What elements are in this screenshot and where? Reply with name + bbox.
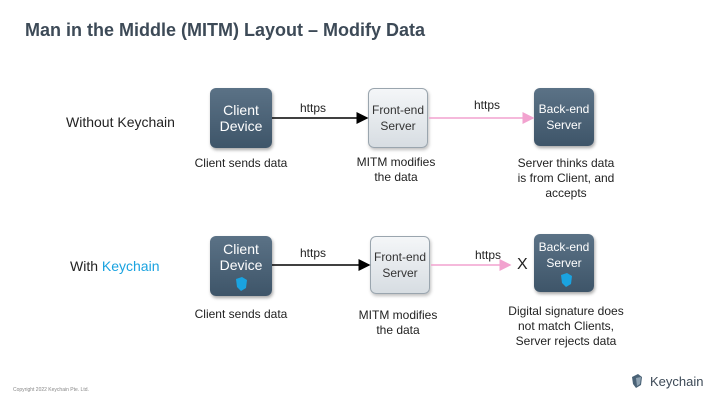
client-caption: Client sends data <box>186 156 296 171</box>
client-device-box: Client Device <box>210 88 272 148</box>
back-end-line1: Back-end <box>538 102 590 116</box>
row-label-text: Without Keychain <box>66 114 175 130</box>
front-caption: MITM modifies the data <box>344 155 448 185</box>
keychain-logo-text: Keychain <box>650 373 704 389</box>
client-device-line1: Client <box>223 241 259 257</box>
front-caption-line: MITM modifies <box>356 155 436 169</box>
edge-label-https: https <box>300 101 327 115</box>
back-caption-line: not match Clients, <box>517 319 615 333</box>
copyright-text: Copyright 2022 Keychain Pte. Ltd. <box>13 387 89 393</box>
edge-label-https: https <box>475 248 502 262</box>
front-caption: MITM modifies the data <box>346 308 450 338</box>
back-caption-line: is from Client, and <box>517 171 615 185</box>
front-end-line2: Server <box>382 266 418 280</box>
keychain-shield-icon <box>561 273 572 287</box>
back-caption-line: Digital signature does <box>508 304 624 318</box>
back-caption: Server thinks data is from Client, and a… <box>508 156 624 201</box>
back-caption-line: Server rejects data <box>515 334 617 348</box>
front-end-line1: Front-end <box>371 103 425 117</box>
keychain-logo-icon <box>632 374 642 388</box>
back-end-line2: Server <box>546 256 582 270</box>
client-caption: Client sends data <box>186 307 296 322</box>
row-label-without-keychain: Without Keychain <box>66 114 175 130</box>
keychain-logo: Keychain <box>630 373 703 389</box>
front-caption-line: the data <box>374 170 418 184</box>
front-end-line2: Server <box>380 119 416 133</box>
client-device-line2: Device <box>219 257 263 273</box>
back-caption-line: accepts <box>545 186 587 200</box>
front-end-server-box: Front-end Server <box>368 88 428 148</box>
row-label-accent: Keychain <box>101 258 160 274</box>
front-caption-line: the data <box>376 323 420 337</box>
client-device-line2: Device <box>219 118 263 134</box>
reject-x-mark: X <box>517 256 528 273</box>
page-title: Man in the Middle (MITM) Layout – Modify… <box>25 20 425 40</box>
front-caption-line: MITM modifies <box>358 308 438 322</box>
row-label-prefix: With <box>70 258 102 274</box>
front-end-server-box: Front-end Server <box>370 236 430 294</box>
front-end-line1: Front-end <box>373 250 427 264</box>
keychain-shield-icon <box>236 277 247 291</box>
client-caption-text: Client sends data <box>194 156 288 170</box>
row-label-with-keychain: With Keychain <box>70 258 159 274</box>
back-caption: Digital signature does not match Clients… <box>500 304 632 349</box>
edge-label-https: https <box>300 246 327 260</box>
back-caption-line: Server thinks data <box>517 156 615 170</box>
client-caption-text: Client sends data <box>194 307 288 321</box>
back-end-line2: Server <box>546 118 582 132</box>
back-end-server-box: Back-end Server <box>534 88 594 146</box>
back-end-line1: Back-end <box>538 240 590 254</box>
edge-label-https: https <box>474 98 501 112</box>
client-device-line1: Client <box>223 102 259 118</box>
